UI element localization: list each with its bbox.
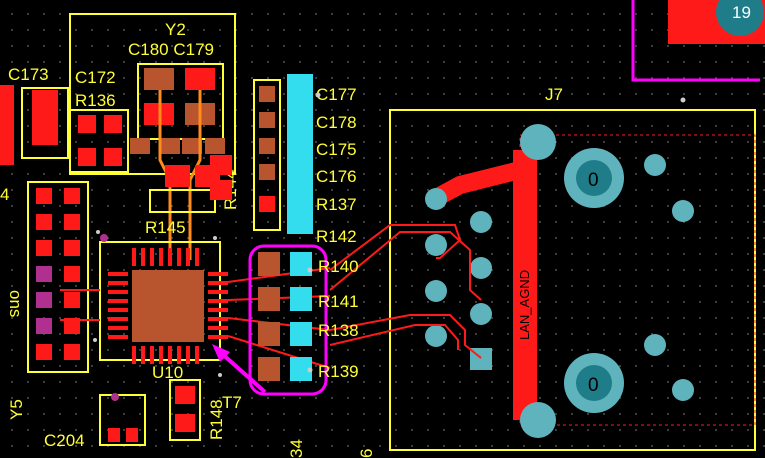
j7-pin-4[interactable] [470,257,492,279]
diff-trace-4 [329,324,459,350]
j7-pin-a[interactable] [644,154,666,176]
r145-outline [149,189,216,213]
c173-label: C173 [8,65,49,84]
c177-label: C177 [316,85,357,104]
r136-pad-2[interactable] [104,148,122,166]
j7-pin-1[interactable] [425,188,447,210]
pad-0-top-label: 0 [588,170,599,191]
c173-outline [21,87,69,159]
c175-label: C175 [316,140,357,159]
y2-outline [69,13,236,175]
pad-19-label: 19 [732,3,751,22]
vias [93,92,686,377]
selection-highlight[interactable] [248,244,328,396]
left-edge-4: 4 [0,185,9,204]
c179-pad-a[interactable] [182,138,202,154]
c180-pad-b[interactable] [160,138,180,154]
j7-pin-3[interactable] [425,234,447,256]
lan-agnd-branch [431,161,523,206]
y2-body [137,63,224,140]
y5-label: Y5 [7,399,26,420]
j7-pin-5[interactable] [425,280,447,302]
u10-label: U10 [152,363,183,382]
r137-label: R137 [316,195,357,214]
c204-outline [99,394,146,446]
annotation-arrowhead [212,344,230,362]
j7-pin-7[interactable] [425,325,447,347]
c204-pad-2[interactable] [126,428,138,442]
net-lan-agnd: LAN_AGND [517,270,532,340]
r136-label: R136 [75,91,116,110]
j7-pin-b[interactable] [672,200,694,222]
j7-mount-bottom-hole [576,365,612,401]
edge-34-label: 34 [287,439,306,458]
r148-pad-2[interactable] [175,414,195,432]
r144-pad-1[interactable] [210,155,232,175]
j7-pin-c[interactable] [644,334,666,356]
c176-label: C176 [316,167,357,186]
c172-pad-2[interactable] [104,115,122,133]
c180-pad-a[interactable] [130,138,150,154]
r142-label: R142 [316,227,357,246]
c178-label: C178 [316,113,357,132]
y2-pad-1[interactable] [144,68,174,90]
c173-pad[interactable] [32,90,58,145]
mounting-pad-19[interactable] [716,0,764,36]
r148-label: R148 [207,399,226,440]
c172-pad-1[interactable] [78,115,96,133]
j7-pin-big-2[interactable] [520,402,556,438]
r137-pad-left[interactable] [259,196,275,212]
c204-label: C204 [44,431,85,450]
u10-pins [108,248,228,364]
j7-pin-d[interactable] [672,379,694,401]
j7-pin-big-1[interactable] [520,124,556,160]
j7-pin-2[interactable] [470,211,492,233]
selected-resistors [258,252,312,381]
edge-6-label: 6 [357,449,376,458]
j7-label: J7 [545,85,563,104]
r138-label: R138 [318,321,359,340]
highlighted-net-column[interactable] [287,74,313,234]
resistor-array-pads [36,188,80,360]
r145-pad-1[interactable] [165,165,190,187]
t7-label: T7 [222,393,242,412]
resistor-array-outline [27,181,89,373]
r148-outline [169,379,201,441]
y2-pad-2[interactable] [185,68,215,90]
c204-pad-1[interactable] [108,428,120,442]
j7-mount-top-hole [576,160,612,196]
diff-trace-3 [329,314,482,359]
c179-pad-b[interactable] [205,138,225,154]
diff-trace-1 [329,224,462,271]
left-edge-label: ons [6,290,25,317]
r144-pad-2[interactable] [210,180,232,200]
j7-pin-6[interactable] [470,303,492,325]
y2-label: Y2 [165,20,186,39]
u10-thermal-pad[interactable] [132,270,204,342]
left-edge-pad [0,85,14,165]
r136-pad-1[interactable] [78,148,96,166]
u10-trace-4 [227,335,331,369]
cap-column-pads-left [259,86,275,180]
c172-label: C172 [75,68,116,87]
r139-label: R139 [318,362,359,381]
annotation-arrow [218,350,267,394]
pad-0-bottom-label: 0 [588,375,599,396]
c180-c179-label: C180 C179 [128,40,214,59]
r148-pad-1[interactable] [175,386,195,404]
lan-agnd-trace[interactable] [513,150,537,420]
c172-r136-outline [69,109,129,173]
r140-label: R140 [318,257,359,276]
r141-label: R141 [318,292,359,311]
keepout-outline [631,0,760,82]
r145-label: R145 [145,218,186,237]
diff-trace-2 [329,231,482,301]
cap-column-outline [253,79,281,231]
purple-vias [100,234,119,401]
j7-keepout-dashed [519,134,756,426]
